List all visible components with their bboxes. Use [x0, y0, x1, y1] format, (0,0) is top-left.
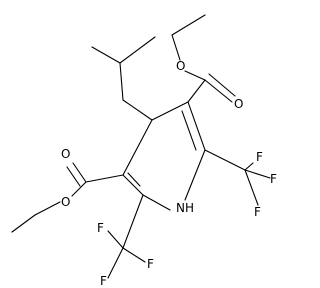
- bond-ring-c6-c5: [122, 174, 144, 196]
- bond-ester-top-ch3: [171, 14, 206, 36]
- bond-ester-left-c: [85, 174, 124, 183]
- bond-cf3-right-f1: [244, 162, 254, 171]
- bond-ester-left-o: [71, 181, 87, 197]
- atom-f-left-2: F: [147, 257, 154, 271]
- atom-o-ester-left-double: O: [61, 147, 70, 161]
- bond-cf3-left-f3: [107, 247, 124, 279]
- bond-ester-top-co: [204, 79, 233, 103]
- bond-ring-n-c6: [142, 194, 171, 211]
- bond-ester-left-ch3: [11, 214, 36, 233]
- bond-isobutyl-4: [122, 99, 153, 121]
- bond-isobutyl-3: [119, 62, 124, 101]
- bond-cf3-left-f2: [122, 247, 146, 263]
- bond-ester-left-co-double: [66, 166, 81, 187]
- bond-cf3-right-f3: [244, 169, 259, 206]
- structure-diagram: O O O O NH F F F F F F: [11, 14, 277, 288]
- atom-f-right-3: F: [254, 205, 261, 219]
- atom-o-ester-top-single: O: [176, 59, 185, 73]
- bond-ring-c3-c2-double: [181, 110, 197, 151]
- bond-ring-c2-n: [184, 149, 206, 201]
- atom-o-ester-left-single: O: [61, 195, 70, 209]
- bond-ester-top-och2: [171, 34, 181, 61]
- bond-isobutyl-1: [91, 46, 121, 64]
- bond-isobutyl-2: [119, 36, 156, 64]
- atom-nh-ring: NH: [176, 201, 194, 215]
- atom-o-ester-top-double: O: [234, 97, 243, 111]
- bond-ester-left-och2: [34, 201, 61, 216]
- atom-f-left-3: F: [100, 274, 107, 288]
- atom-f-right-1: F: [256, 150, 263, 164]
- atom-f-right-2: F: [270, 172, 277, 186]
- bond-cf3-right: [204, 149, 246, 171]
- bond-ring-c6-c5-double: [127, 172, 141, 187]
- bonds: [11, 14, 271, 279]
- atom-labels: O O O O NH F F F F F F: [61, 59, 277, 288]
- bond-cf3-left: [122, 194, 144, 249]
- bond-ring-c4-c3: [151, 101, 189, 121]
- bond-cf3-left-f1: [107, 230, 124, 249]
- bond-ring-c3-c2: [187, 101, 206, 151]
- bond-cf3-right-f2: [244, 169, 271, 179]
- bond-ring-c5-c4: [122, 119, 153, 176]
- bond-ester-top-co-double: [208, 73, 236, 97]
- bond-ester-top-o: [184, 70, 206, 81]
- bond-ester-top-c: [187, 79, 206, 103]
- atom-f-left-1: F: [97, 221, 104, 235]
- bond-ester-left-co: [72, 162, 87, 183]
